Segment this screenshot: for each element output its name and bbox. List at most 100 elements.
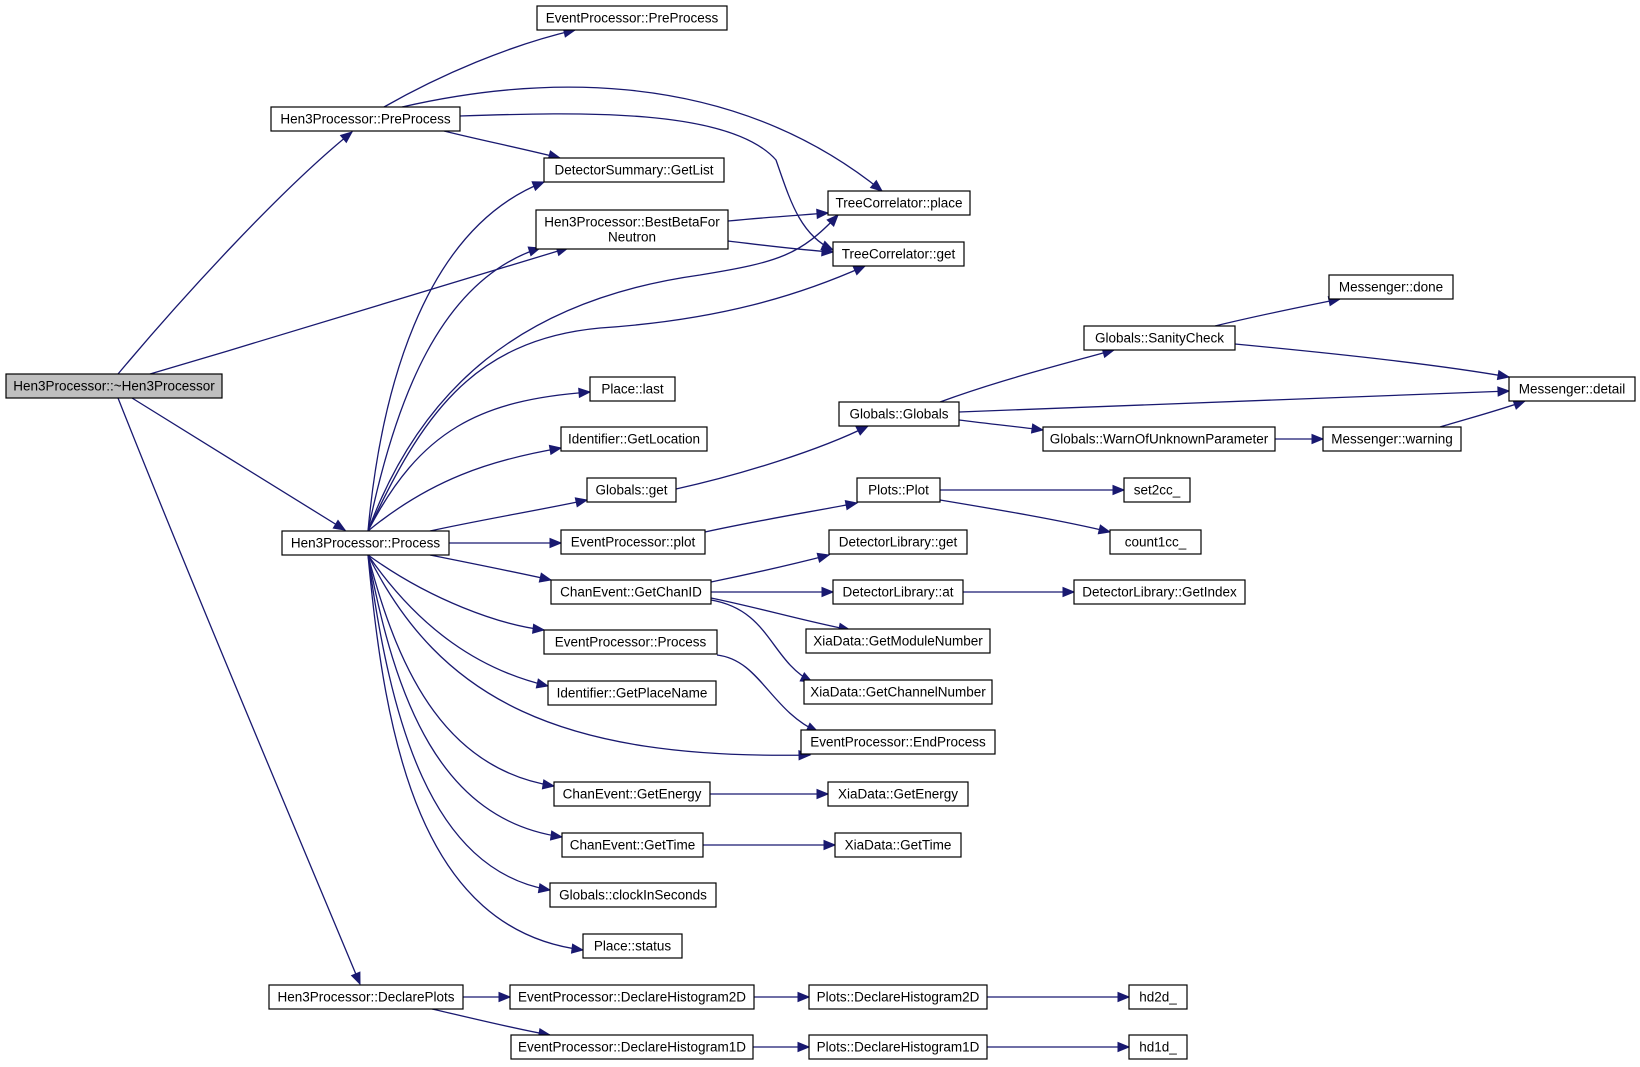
node-label: TreeCorrelator::get: [842, 247, 956, 262]
node-x-energy[interactable]: XiaData::GetEnergy: [827, 781, 969, 807]
node-set2[interactable]: set2cc_: [1123, 477, 1191, 503]
node-x-chan[interactable]: XiaData::GetChannelNumber: [803, 679, 993, 705]
node-ce-energy[interactable]: ChanEvent::GetEnergy: [553, 781, 711, 807]
node-p-plot[interactable]: Plots::Plot: [856, 477, 941, 503]
node-label: Plots::DeclareHistogram2D: [817, 990, 980, 1005]
node-hd2[interactable]: hd2d_: [1128, 984, 1188, 1010]
node-g-clock[interactable]: Globals::clockInSeconds: [549, 882, 717, 908]
node-label: Hen3Processor::DeclarePlots: [277, 990, 454, 1005]
edge-line: [939, 499, 1111, 533]
globals-to-detail-edge: [958, 386, 1511, 413]
node-label: DetectorLibrary::get: [839, 535, 958, 550]
edge-line: [401, 86, 883, 192]
arrowhead: [797, 991, 811, 1003]
node-label: Plots::Plot: [868, 483, 929, 498]
node-place-last[interactable]: Place::last: [589, 376, 676, 402]
node-label: Hen3Processor::Process: [291, 536, 441, 551]
bestbeta-to-tcget-edge: [727, 240, 835, 257]
node-label: ChanEvent::GetEnergy: [563, 787, 702, 802]
node-box: [1042, 426, 1276, 452]
node-proc[interactable]: Hen3Processor::Process: [281, 530, 450, 556]
edge-line: [716, 654, 819, 733]
edge-line: [367, 554, 549, 687]
getchanid-to-xchan-edge: [710, 599, 814, 683]
node-m-done[interactable]: Messenger::done: [1328, 274, 1454, 300]
node-g-get[interactable]: Globals::get: [586, 477, 677, 503]
declareplots-to-ep-h2-edge: [463, 991, 512, 1003]
node-box: [589, 376, 676, 402]
node-ep-end[interactable]: EventProcessor::EndProcess: [800, 729, 996, 755]
preprocess-to-tcplace-edge: [401, 86, 884, 192]
node-m-warn[interactable]: Messenger::warning: [1322, 426, 1462, 452]
process-to-getlist-edge: [367, 181, 546, 532]
node-ep-h2[interactable]: EventProcessor::DeclareHistogram2D: [509, 984, 755, 1010]
node-tc-get[interactable]: TreeCorrelator::get: [832, 241, 965, 267]
node-g-sanity[interactable]: Globals::SanityCheck: [1083, 325, 1236, 351]
sanity-to-done-edge: [1214, 296, 1342, 327]
edge-line: [459, 113, 834, 251]
process-to-globalsget-edge: [429, 497, 589, 532]
node-id-loc[interactable]: Identifier::GetLocation: [560, 426, 708, 452]
node-label: count1cc_: [1125, 535, 1187, 550]
node-root[interactable]: Hen3Processor::~Hen3Processor: [5, 373, 223, 399]
node-label: DetectorLibrary::at: [842, 585, 953, 600]
node-label: Messenger::done: [1339, 280, 1443, 295]
edges: [117, 27, 1527, 1053]
node-box: [543, 629, 718, 655]
edge-line: [958, 390, 1510, 413]
node-box: [827, 781, 969, 807]
arrowhead: [1496, 369, 1511, 381]
node-label: XiaData::GetEnergy: [838, 787, 958, 802]
node-label: ChanEvent::GetChanID: [560, 585, 702, 600]
node-g-warn[interactable]: Globals::WarnOfUnknownParameter: [1042, 426, 1276, 452]
node-label: hd1d_: [1139, 1040, 1177, 1055]
node-place-status[interactable]: Place::status: [582, 933, 683, 959]
arrowhead: [1117, 1041, 1131, 1053]
node-box: [1322, 426, 1462, 452]
node-count1[interactable]: count1cc_: [1109, 529, 1202, 555]
node-box: [510, 1034, 754, 1060]
node-x-time[interactable]: XiaData::GetTime: [834, 832, 962, 858]
globals-to-warn-edge: [958, 419, 1045, 434]
node-pre[interactable]: Hen3Processor::PreProcess: [270, 106, 461, 132]
node-box: [838, 401, 960, 427]
node-box: [1073, 579, 1246, 605]
arrowhead: [498, 991, 512, 1003]
node-tc-place[interactable]: TreeCorrelator::place: [827, 190, 971, 216]
ep-h2-to-plots-h2-edge: [754, 991, 811, 1003]
root-to-preprocess-edge: [117, 131, 354, 375]
node-ce-chan[interactable]: ChanEvent::GetChanID: [550, 579, 712, 605]
node-box: [5, 373, 223, 399]
node-g-globals[interactable]: Globals::Globals: [838, 401, 960, 427]
node-p-h2[interactable]: Plots::DeclareHistogram2D: [808, 984, 988, 1010]
node-dl-index[interactable]: DetectorLibrary::GetIndex: [1073, 579, 1246, 605]
node-decl[interactable]: Hen3Processor::DeclarePlots: [268, 984, 464, 1010]
edge-line: [367, 247, 541, 532]
node-p-h1[interactable]: Plots::DeclareHistogram1D: [808, 1034, 988, 1060]
process-to-placestatus-edge: [367, 554, 585, 954]
node-label: XiaData::GetTime: [845, 838, 952, 853]
node-ep-pre[interactable]: EventProcessor::PreProcess: [536, 5, 728, 31]
node-dl-at[interactable]: DetectorLibrary::at: [832, 579, 964, 605]
edge-line: [117, 131, 353, 375]
node-ep-plot[interactable]: EventProcessor::plot: [560, 529, 706, 555]
node-m-detail[interactable]: Messenger::detail: [1508, 376, 1636, 402]
plotsplot-to-count1-edge: [939, 499, 1112, 535]
node-id-place[interactable]: Identifier::GetPlaceName: [547, 680, 717, 706]
node-ce-time[interactable]: ChanEvent::GetTime: [561, 832, 704, 858]
arrowhead: [826, 214, 839, 227]
node-ep-h1[interactable]: EventProcessor::DeclareHistogram1D: [510, 1034, 754, 1060]
node-label: Neutron: [608, 230, 656, 245]
node-dl-get[interactable]: DetectorLibrary::get: [828, 529, 968, 555]
node-box: [828, 529, 968, 555]
arrowhead: [332, 519, 347, 531]
node-x-mod[interactable]: XiaData::GetModuleNumber: [805, 628, 991, 654]
getchanid-to-xmod-edge: [710, 597, 852, 633]
globalsget-to-globals-edge: [675, 425, 870, 490]
node-box: [832, 579, 964, 605]
node-ep-proc[interactable]: EventProcessor::Process: [543, 629, 718, 655]
arrowhead: [578, 387, 592, 399]
node-ds-list[interactable]: DetectorSummary::GetList: [543, 157, 725, 183]
node-hd1[interactable]: hd1d_: [1128, 1034, 1188, 1060]
